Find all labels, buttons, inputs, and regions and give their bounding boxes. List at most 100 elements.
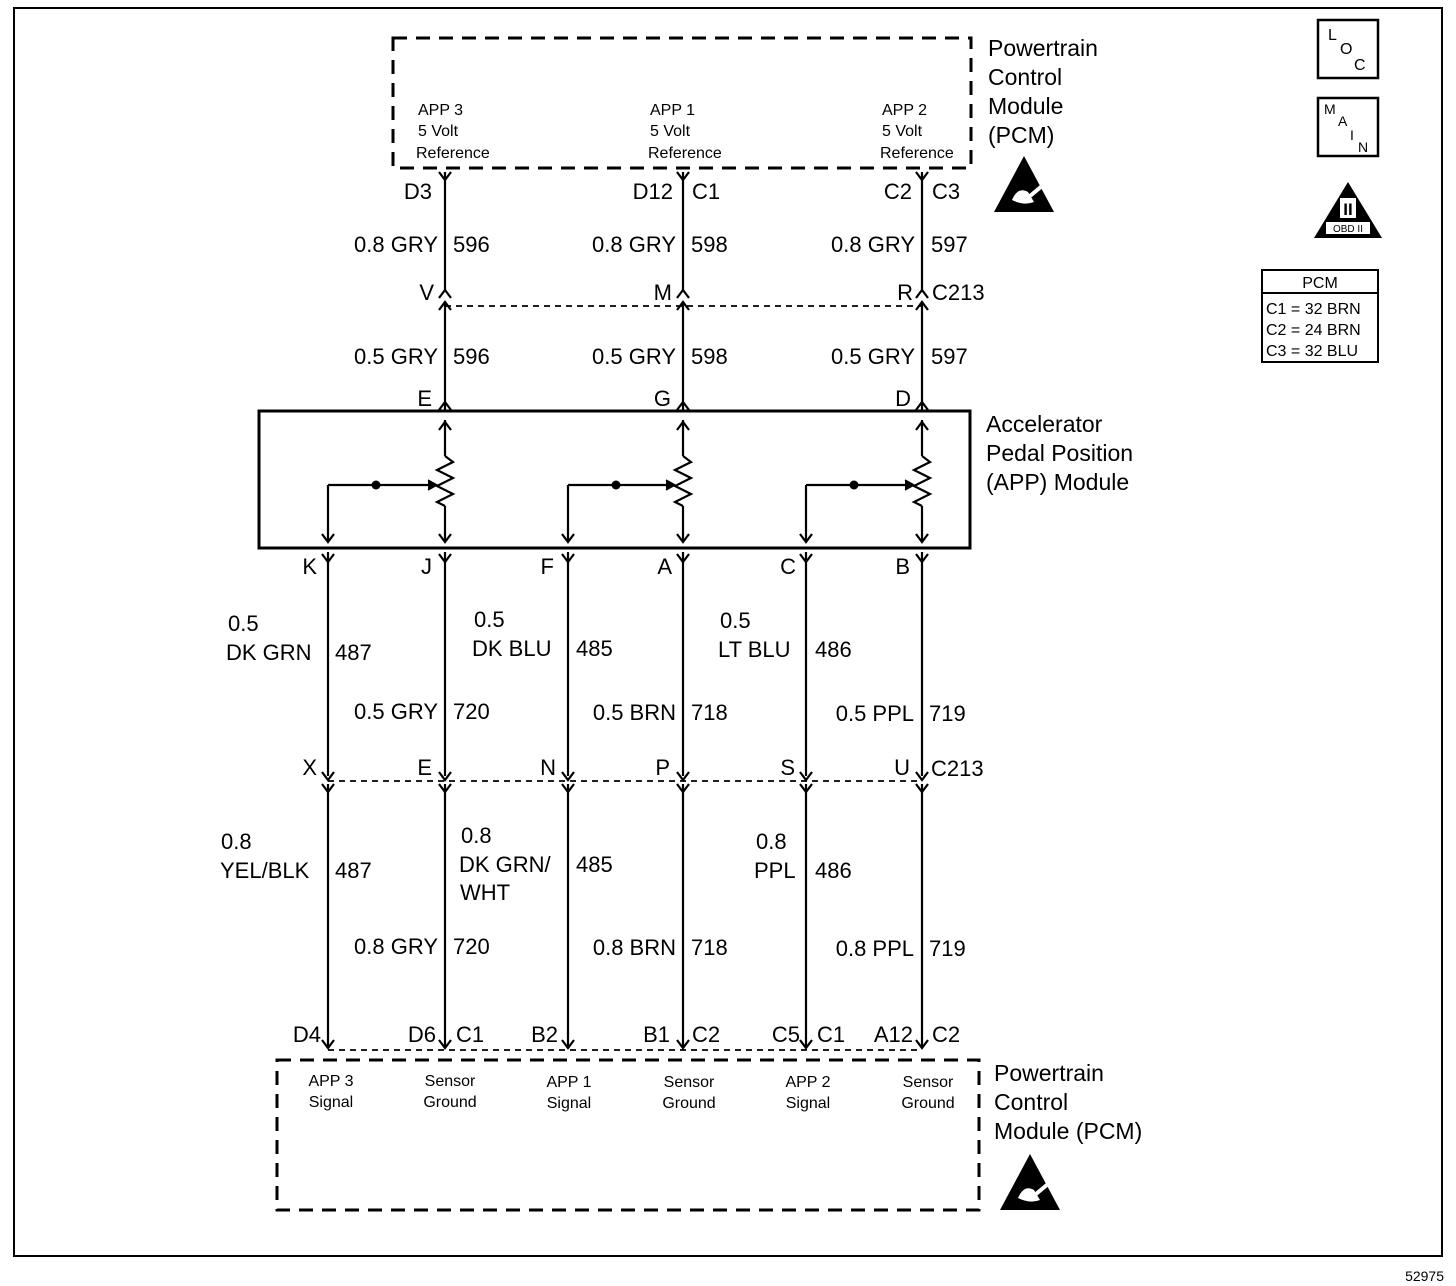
esd-sensitive-icon-top [992, 154, 1056, 214]
pcm-top-circuit-2-line2: 5 Volt [650, 123, 691, 140]
wire-circuit-597-mid: 597 [931, 344, 968, 369]
wire-720-bottom-circuit: 720 [453, 934, 490, 959]
wire-719-bottom-size: 0.8 PPL [836, 936, 914, 961]
pcm-connector-legend: PCM C1 = 32 BRN C2 = 24 BRN C3 = 32 BLU [1261, 269, 1379, 363]
wire-circuit-598-mid: 598 [691, 344, 728, 369]
app-pin-f: F [541, 554, 554, 579]
pcm-top-circuit-3-line1: APP 2 [882, 102, 927, 119]
wire-718-bottom-circuit: 718 [691, 935, 728, 960]
pcm-top-title-4: (PCM) [988, 122, 1054, 148]
pcm-top-circuit-2-line3: Reference [648, 145, 722, 162]
c213-pin-s: S [780, 755, 795, 780]
loc-icon: L O C [1316, 18, 1380, 80]
pcm-bottom-circuit-1-line2: Signal [309, 1094, 353, 1111]
main-icon-n: N [1358, 139, 1368, 155]
pcm-bottom-circuit-5-line1: APP 2 [785, 1074, 830, 1091]
wire-718-lower-size: 0.5 BRN [593, 700, 676, 725]
obd-ii-icon: II OBD II [1314, 182, 1382, 238]
pcm-top-title-2: Control [988, 64, 1062, 90]
pcm-top-circuit-1-line2: 5 Volt [418, 123, 459, 140]
pcm-bottom-circuit-3-line1: APP 1 [546, 1074, 591, 1091]
potentiometer-app3 [320, 420, 456, 544]
bottom-wires [320, 782, 930, 1050]
pcm-top-title-1: Powertrain [988, 35, 1098, 61]
wire-487-lower-size-2: DK GRN [226, 640, 312, 665]
c213-pin-e: E [417, 755, 432, 780]
wire-size-597-mid: 0.5 GRY [831, 344, 915, 369]
wire-size-596-upper: 0.8 GRY [354, 232, 438, 257]
pin-label-d3: D3 [404, 179, 432, 204]
wire-487-lower-circuit: 487 [335, 640, 372, 665]
app-pin-b: B [895, 554, 910, 579]
c213-m-upper-terminal [675, 288, 691, 300]
wire-485-bottom-size-3: WHT [460, 880, 510, 905]
wire-485-bottom-size-1: 0.8 [461, 823, 492, 848]
loc-icon-o: O [1340, 41, 1352, 58]
c213-r-upper-terminal [914, 288, 930, 300]
pcm-top-circuit-2-line1: APP 1 [650, 102, 695, 119]
pcm-pin-b1: B1 [643, 1022, 670, 1047]
pcm-top-box [391, 36, 973, 170]
wire-486-bottom-size-1: 0.8 [756, 829, 787, 854]
wire-485-bottom-circuit: 485 [576, 852, 613, 877]
c213-pin-u: U [894, 755, 910, 780]
pcm-bottom-circuit-5-line2: Signal [786, 1095, 830, 1112]
pcm-pin-b2: B2 [531, 1022, 558, 1047]
wire-719-lower-size: 0.5 PPL [836, 701, 914, 726]
main-icon-a: A [1338, 113, 1348, 129]
pcm-pin-d6-connector: C1 [456, 1022, 484, 1047]
pcm-pin-d6: D6 [408, 1022, 436, 1047]
c213-lower-connector-label: C213 [931, 756, 984, 781]
pcm-bottom-circuit-3-line2: Signal [547, 1095, 591, 1112]
wire-720-lower-size: 0.5 GRY [354, 699, 438, 724]
loc-icon-c: C [1354, 57, 1366, 74]
wire-718-bottom-size: 0.8 BRN [593, 935, 676, 960]
esd-sensitive-icon-bottom [998, 1152, 1062, 1212]
pcm-top-circuit-1-line1: APP 3 [418, 102, 463, 119]
pcm-bottom-circuit-1-line1: APP 3 [308, 1073, 353, 1090]
pcm-bottom-title-1: Powertrain [994, 1060, 1104, 1086]
loc-icon-l: L [1328, 27, 1337, 44]
app-pin-e: E [417, 386, 432, 411]
c213-pin-m: M [654, 280, 672, 305]
wire-size-598-upper: 0.8 GRY [592, 232, 676, 257]
wire-size-596-mid: 0.5 GRY [354, 344, 438, 369]
app-module-title-1: Accelerator [986, 411, 1103, 437]
figure-number: 52975 [1405, 1268, 1444, 1284]
pcm-top-circuit-1-line3: Reference [416, 145, 490, 162]
wire-719-lower-circuit: 719 [929, 701, 966, 726]
wire-485-lower-size-1: 0.5 [474, 607, 505, 632]
pcm-pin-b1-connector: C2 [692, 1022, 720, 1047]
app-pin-g: G [654, 386, 671, 411]
c213-pin-r: R [897, 280, 913, 305]
obd-ii-label: OBD II [1333, 224, 1363, 235]
pcm-bottom-title-3: Module (PCM) [994, 1118, 1142, 1144]
wire-720-lower-circuit: 720 [453, 699, 490, 724]
pcm-pin-a12-connector: C2 [932, 1022, 960, 1047]
c213-pin-v: V [419, 280, 434, 305]
wire-485-lower-size-2: DK BLU [472, 636, 551, 661]
wire-487-bottom-size-1: 0.8 [221, 829, 252, 854]
wire-486-lower-size-1: 0.5 [720, 608, 751, 633]
pcm-bottom-circuit-4-line1: Sensor [664, 1074, 715, 1091]
app-module-title-3: (APP) Module [986, 469, 1129, 495]
app-pin-c: C [780, 554, 796, 579]
main-icon-m: M [1324, 101, 1336, 117]
connector-label-c3-top: C3 [932, 179, 960, 204]
app-pin-j: J [421, 554, 432, 579]
obd-ii-number: II [1343, 200, 1352, 219]
c213-pin-n: N [540, 755, 556, 780]
wire-485-lower-circuit: 485 [576, 636, 613, 661]
lower-wires [320, 552, 930, 782]
pcm-legend-title: PCM [1302, 275, 1338, 292]
wire-size-598-mid: 0.5 GRY [592, 344, 676, 369]
main-icon-i: I [1350, 127, 1354, 143]
pcm-bottom-circuit-6-line2: Ground [901, 1095, 954, 1112]
app-module-box [257, 409, 972, 550]
wire-486-lower-circuit: 486 [815, 637, 852, 662]
pin-label-d12: D12 [633, 179, 673, 204]
pcm-pin-d4: D4 [293, 1022, 321, 1047]
wire-circuit-596-mid: 596 [453, 344, 490, 369]
potentiometer-app1 [560, 420, 694, 544]
